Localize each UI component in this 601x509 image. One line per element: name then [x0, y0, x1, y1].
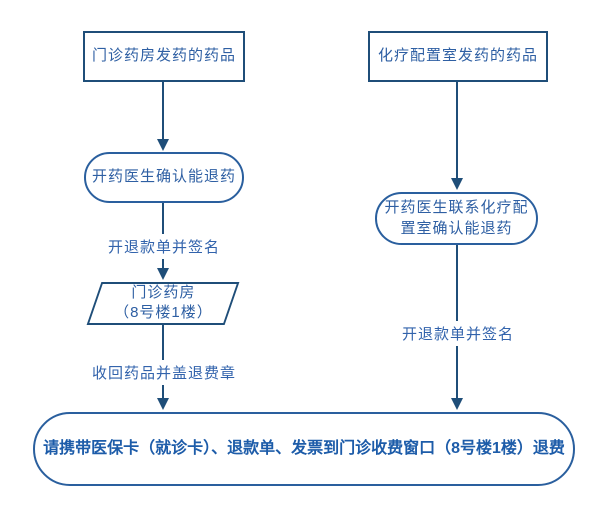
edge-label-left-sign-refund-form: 开退款单并签名 — [104, 234, 224, 259]
connector-right-2-arrowhead-icon — [451, 398, 463, 410]
connector-left-1-arrowhead-icon — [157, 139, 169, 151]
node-final-refund-instruction-label: 请携带医保卡（就诊卡）、退款单、发票到门诊收费窗口（8号楼1楼）退费 — [43, 440, 565, 458]
node-outpatient-pharmacy-source-label: 门诊药房发药的药品 — [91, 47, 236, 65]
node-chemo-room-source: 化疗配置室发药的药品 — [368, 31, 548, 82]
node-outpatient-pharmacy-source: 门诊药房发药的药品 — [83, 31, 245, 82]
edge-label-left-collect-stamp: 收回药品并盖退费章 — [88, 360, 240, 385]
node-chemo-room-source-label: 化疗配置室发药的药品 — [377, 47, 538, 65]
connector-right-1-arrowhead-icon — [451, 178, 463, 190]
node-outpatient-pharmacy-location: 门诊药房 （8号楼1楼） — [86, 282, 240, 325]
connector-left-1-line — [162, 82, 164, 140]
node-outpatient-pharmacy-location-label: 门诊药房 （8号楼1楼） — [113, 284, 213, 322]
connector-left-2-arrowhead-icon — [157, 268, 169, 280]
edge-label-right-sign-refund-form: 开退款单并签名 — [398, 321, 518, 346]
node-final-refund-instruction: 请携带医保卡（就诊卡）、退款单、发票到门诊收费窗口（8号楼1楼）退费 — [33, 412, 575, 486]
node-doctor-contact-chemo-room: 开药医生联系化疗配 置室确认能退药 — [375, 192, 538, 245]
node-doctor-confirm-refund-label: 开药医生确认能退药 — [91, 168, 236, 186]
node-doctor-confirm-refund: 开药医生确认能退药 — [84, 152, 244, 203]
connector-left-3-arrowhead-icon — [157, 398, 169, 410]
connector-right-1-line — [456, 82, 458, 179]
node-doctor-contact-chemo-room-label: 开药医生联系化疗配 置室确认能退药 — [384, 199, 529, 237]
